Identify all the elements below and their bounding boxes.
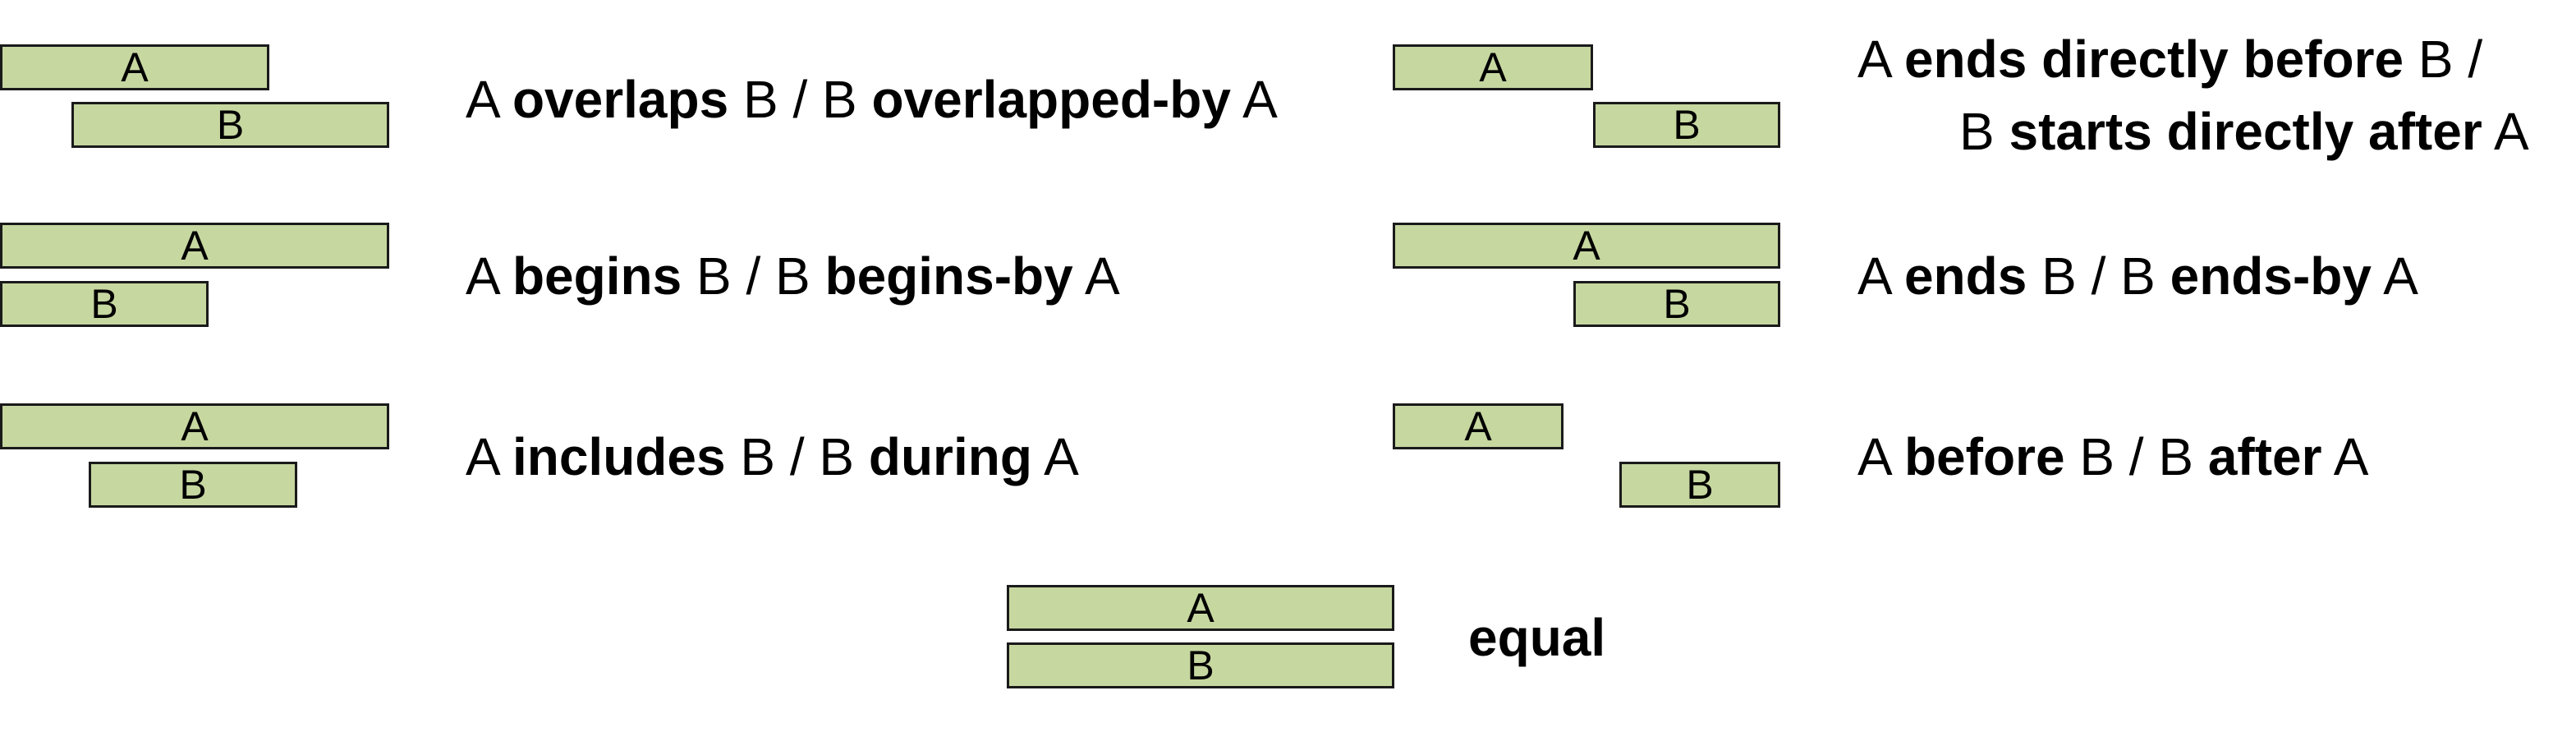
before-interval-a: A: [1393, 403, 1564, 449]
caption-inverse-relation: overlapped-by: [871, 70, 1231, 129]
caption-separator: /: [2091, 246, 2106, 306]
meets-caption-line-1: A ends directly before B /: [1857, 30, 2482, 89]
includes-interval-a: A: [0, 403, 389, 449]
caption-b: B: [775, 246, 810, 306]
before-caption: A before B / B after A: [1857, 427, 2368, 486]
caption-b: B: [696, 246, 732, 306]
caption-separator: /: [789, 427, 805, 486]
caption-a: A: [466, 427, 498, 486]
caption-inverse-relation: ends-by: [2170, 246, 2372, 306]
ends-caption: A ends B / B ends-by A: [1857, 246, 2418, 306]
caption-a: A: [1857, 246, 1890, 306]
overlaps-interval-a: A: [0, 44, 269, 90]
includes-interval-b: B: [89, 462, 297, 508]
caption-relation: equal: [1468, 608, 1606, 667]
caption-a: A: [2493, 102, 2529, 161]
caption-a: A: [1242, 70, 1278, 129]
before-interval-b: B: [1619, 462, 1780, 508]
meets-interval-a: A: [1393, 44, 1593, 90]
meets-caption-line-2: B starts directly after A: [1959, 102, 2529, 161]
caption-b: B: [2041, 246, 2077, 306]
caption-inverse-relation: begins-by: [824, 246, 1073, 306]
caption-b: B: [822, 70, 857, 129]
caption-b: B: [2418, 30, 2454, 89]
caption-relation: ends: [1903, 246, 2027, 306]
caption-separator: /: [746, 246, 761, 306]
caption-a: A: [466, 246, 498, 306]
includes-caption: A includes B / B during A: [466, 427, 1079, 486]
caption-a: A: [2333, 427, 2369, 486]
overlaps-caption: A overlaps B / B overlapped-by A: [466, 70, 1278, 129]
caption-separator: /: [2468, 30, 2483, 89]
ends-interval-a: A: [1393, 223, 1780, 269]
equal-interval-a: A: [1007, 585, 1394, 631]
caption-relation: includes: [512, 427, 726, 486]
caption-relation: overlaps: [512, 70, 729, 129]
begins-caption: A begins B / B begins-by A: [466, 246, 1120, 306]
caption-b: B: [1959, 102, 1995, 161]
caption-a: A: [1044, 427, 1079, 486]
caption-separator: /: [2128, 427, 2144, 486]
caption-a: A: [1857, 30, 1890, 89]
caption-separator: /: [792, 70, 808, 129]
caption-b: B: [740, 427, 776, 486]
caption-relation: begins: [512, 246, 682, 306]
caption-inverse-relation: starts directly after: [2009, 102, 2482, 161]
caption-b: B: [742, 70, 778, 129]
equal-interval-b: B: [1007, 642, 1394, 688]
begins-interval-a: A: [0, 223, 389, 269]
meets-interval-b: B: [1593, 102, 1780, 148]
caption-a: A: [1857, 427, 1890, 486]
ends-interval-b: B: [1573, 281, 1780, 327]
caption-inverse-relation: after: [2207, 427, 2322, 486]
equal-caption: equal: [1468, 608, 1605, 667]
caption-b: B: [2158, 427, 2194, 486]
begins-interval-b: B: [0, 281, 209, 327]
caption-relation: before: [1903, 427, 2065, 486]
caption-a: A: [466, 70, 498, 129]
caption-inverse-relation: during: [868, 427, 1032, 486]
caption-b: B: [819, 427, 855, 486]
overlaps-interval-b: B: [71, 102, 389, 148]
caption-a: A: [1084, 246, 1120, 306]
caption-b: B: [2120, 246, 2156, 306]
caption-b: B: [2079, 427, 2115, 486]
caption-relation: ends directly before: [1903, 30, 2404, 89]
caption-a: A: [2383, 246, 2418, 306]
